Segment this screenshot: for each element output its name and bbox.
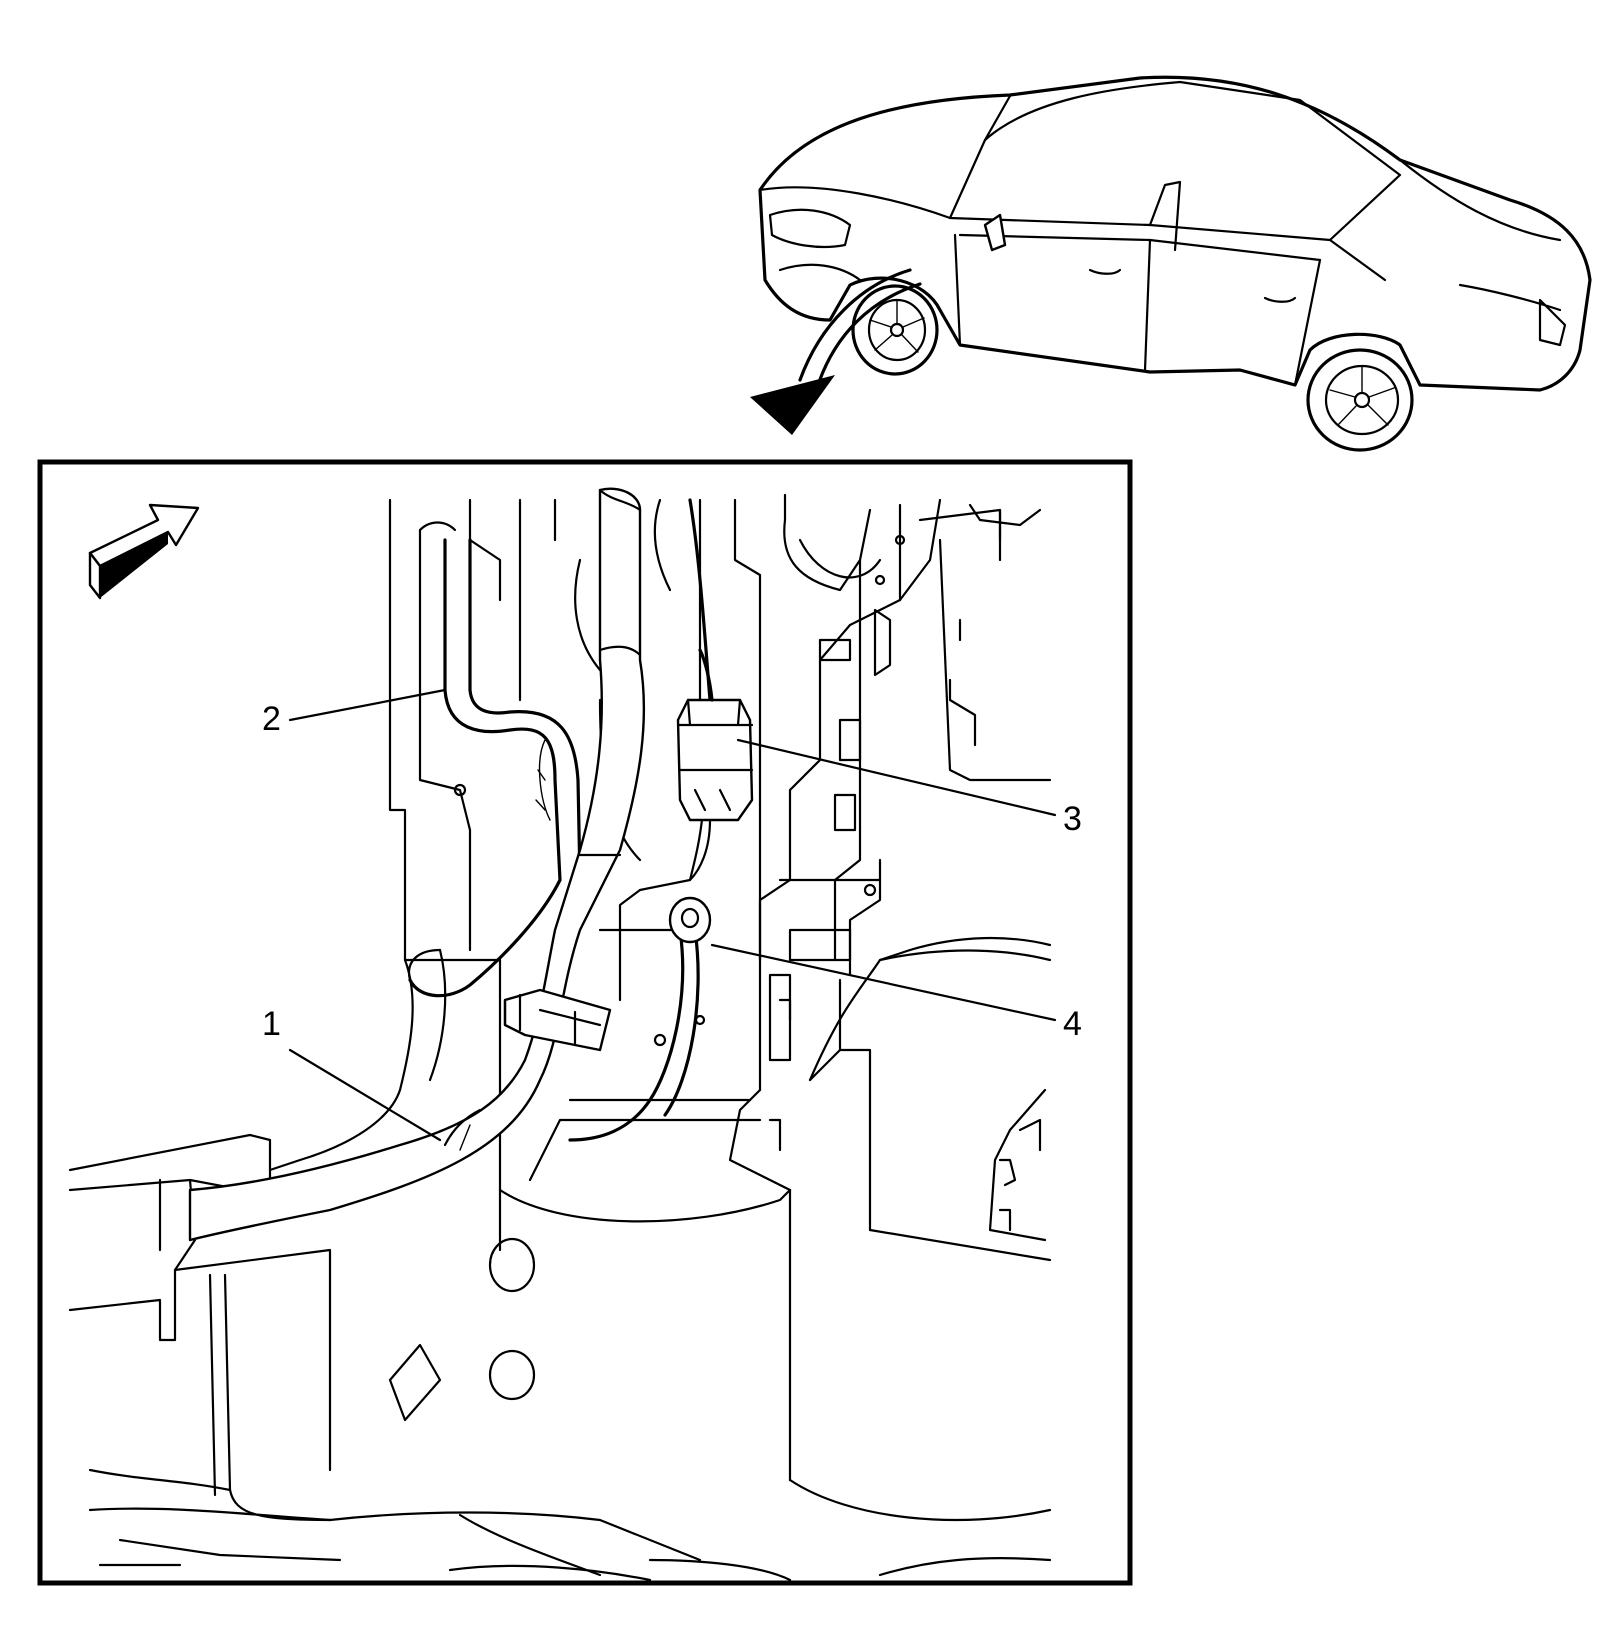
callout-2-part xyxy=(407,538,582,998)
body-structure xyxy=(68,493,1052,1582)
rear-wheel xyxy=(1306,348,1414,452)
callout-4-part xyxy=(568,896,712,1142)
vehicle-overview xyxy=(758,75,1592,452)
leader-line-3 xyxy=(736,738,1057,817)
callout-label-4: 4 xyxy=(1063,1005,1082,1043)
front-wheel xyxy=(851,284,939,376)
callout-label-1: 1 xyxy=(262,1005,281,1043)
leader-lines xyxy=(288,688,1057,1142)
curved-arrow-icon xyxy=(750,268,922,435)
callout-label-3: 3 xyxy=(1063,800,1082,838)
leader-line-4 xyxy=(710,943,1057,1022)
leader-line-1 xyxy=(288,1048,442,1142)
callout-3-part xyxy=(676,498,754,882)
leader-line-2 xyxy=(288,688,447,722)
callout-label-2: 2 xyxy=(262,700,281,738)
detail-frame xyxy=(37,459,1133,1586)
arrow-icon xyxy=(88,503,200,600)
callout-1-part xyxy=(188,487,646,1242)
